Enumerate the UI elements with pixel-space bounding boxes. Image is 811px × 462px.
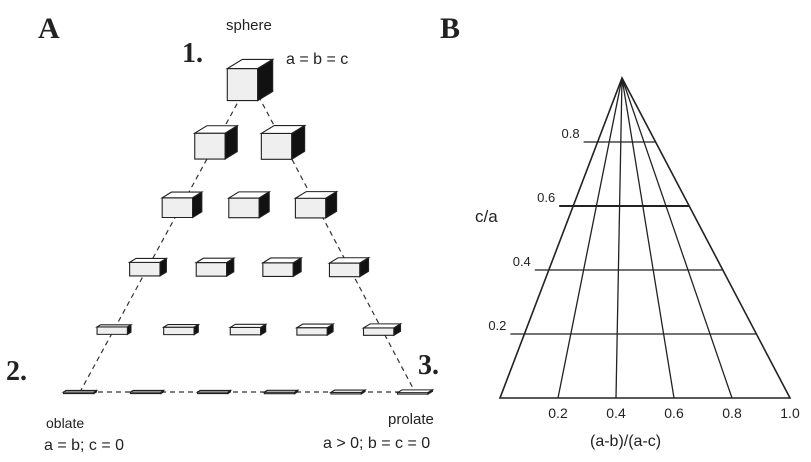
block-side-face bbox=[325, 190, 338, 219]
block-side-face bbox=[159, 257, 167, 277]
block-side-face bbox=[359, 256, 370, 278]
panel-b: B 0.2 0.4 0.6 0.8 0.2 0.4 0.6 0.8 1.0 c/a (a-b)/… bbox=[440, 12, 800, 450]
block-side-face bbox=[160, 389, 165, 395]
block-side-face bbox=[260, 323, 267, 336]
block-front-face bbox=[260, 132, 293, 160]
block-side-face bbox=[224, 124, 238, 161]
shape-block bbox=[259, 124, 307, 161]
block-front-face bbox=[96, 326, 129, 335]
shape-block bbox=[327, 256, 371, 278]
ternary-frame bbox=[79, 79, 416, 393]
block-front-face bbox=[262, 262, 294, 277]
block-front-face bbox=[129, 261, 161, 277]
c-over-a-tick-label: 0.4 bbox=[513, 254, 531, 269]
ratio-tick-label: 0.8 bbox=[722, 405, 742, 421]
y-axis-label: c/a bbox=[475, 207, 498, 226]
block-side-face bbox=[294, 389, 299, 395]
block-top-face bbox=[395, 389, 435, 394]
shape-block bbox=[127, 257, 169, 277]
block-top-face bbox=[262, 389, 300, 393]
shape-block bbox=[160, 191, 204, 219]
shape-block bbox=[294, 323, 336, 337]
shape-block bbox=[225, 58, 275, 102]
ratio-tick-label: 0.4 bbox=[606, 405, 626, 421]
shape-block bbox=[195, 389, 233, 395]
block-side-face bbox=[226, 257, 235, 278]
corner-formula-prolate: a > 0; b = c = 0 bbox=[323, 435, 430, 452]
shape-block bbox=[395, 388, 435, 396]
ratio-gridline bbox=[615, 77, 623, 399]
block-front-face bbox=[194, 132, 226, 160]
block-front-face bbox=[195, 262, 228, 277]
c-over-a-tick-label: 0.6 bbox=[537, 190, 555, 205]
shape-block bbox=[194, 257, 236, 278]
panel-a-label: A bbox=[38, 12, 60, 45]
shape-block bbox=[293, 190, 339, 219]
shape-block bbox=[262, 389, 300, 395]
shape-block bbox=[228, 323, 268, 336]
block-front-face bbox=[163, 326, 195, 336]
ratio-tick-label: 0.6 bbox=[664, 405, 684, 421]
shape-block bbox=[226, 190, 272, 219]
block-side-face bbox=[93, 389, 98, 395]
block-front-face bbox=[229, 326, 262, 336]
block-top-face bbox=[328, 389, 368, 393]
shape-block bbox=[192, 124, 240, 161]
block-top-face bbox=[61, 389, 99, 393]
block-top-face bbox=[161, 324, 201, 328]
shape-block bbox=[328, 389, 368, 395]
c-over-a-tick-label: 0.8 bbox=[562, 126, 580, 141]
block-side-face bbox=[393, 322, 402, 337]
block-side-face bbox=[192, 191, 203, 219]
block-front-face bbox=[161, 197, 194, 219]
block-side-face bbox=[126, 323, 132, 336]
block-side-face bbox=[227, 389, 232, 395]
block-front-face bbox=[296, 327, 328, 336]
corner-name-oblate: oblate bbox=[46, 415, 84, 431]
block-side-face bbox=[360, 389, 366, 395]
block-front-face bbox=[294, 197, 327, 219]
panel-b-label: B bbox=[440, 12, 460, 45]
block-front-face bbox=[226, 68, 259, 102]
shape-blocks bbox=[61, 58, 435, 396]
corner-number-sphere: 1. bbox=[182, 38, 203, 69]
shape-block bbox=[161, 323, 201, 336]
block-side-face bbox=[292, 257, 302, 278]
corner-name-sphere: sphere bbox=[226, 17, 272, 34]
block-side-face bbox=[291, 124, 306, 161]
block-front-face bbox=[328, 262, 361, 278]
x-axis-label: (a-b)/(a-c) bbox=[590, 433, 661, 450]
panel-a: A 1. sphere a = b = c 2. oblate a = b; c… bbox=[6, 12, 439, 454]
ratio-gridline bbox=[557, 77, 623, 399]
ratio-tick-label: 0.2 bbox=[548, 405, 568, 421]
form-triangle: 0.2 0.4 0.6 0.8 0.2 0.4 0.6 0.8 1.0 bbox=[488, 76, 800, 421]
block-side-face bbox=[326, 323, 334, 337]
block-front-face bbox=[228, 197, 260, 219]
triangle-outline bbox=[498, 76, 792, 399]
block-side-face bbox=[193, 323, 199, 336]
shape-block bbox=[128, 389, 166, 395]
ratio-gridline bbox=[621, 77, 675, 399]
shape-block bbox=[61, 389, 99, 395]
corner-formula-sphere: a = b = c bbox=[286, 51, 348, 68]
block-top-face bbox=[195, 389, 233, 393]
c-over-a-tick-label: 0.2 bbox=[488, 318, 506, 333]
corner-number-prolate: 3. bbox=[418, 350, 439, 381]
corner-name-prolate: prolate bbox=[388, 411, 434, 428]
ratio-gridline bbox=[621, 77, 733, 399]
block-top-face bbox=[95, 324, 133, 328]
corner-number-oblate: 2. bbox=[6, 356, 27, 387]
shape-block bbox=[95, 323, 133, 336]
block-side-face bbox=[257, 58, 274, 102]
block-side-face bbox=[427, 388, 434, 396]
ratio-tick-label: 1.0 bbox=[780, 405, 800, 421]
block-side-face bbox=[258, 190, 270, 219]
block-front-face bbox=[362, 327, 395, 336]
shape-block bbox=[260, 257, 304, 278]
block-top-face bbox=[128, 389, 166, 393]
shape-block bbox=[361, 322, 403, 337]
corner-formula-oblate: a = b; c = 0 bbox=[44, 437, 124, 454]
